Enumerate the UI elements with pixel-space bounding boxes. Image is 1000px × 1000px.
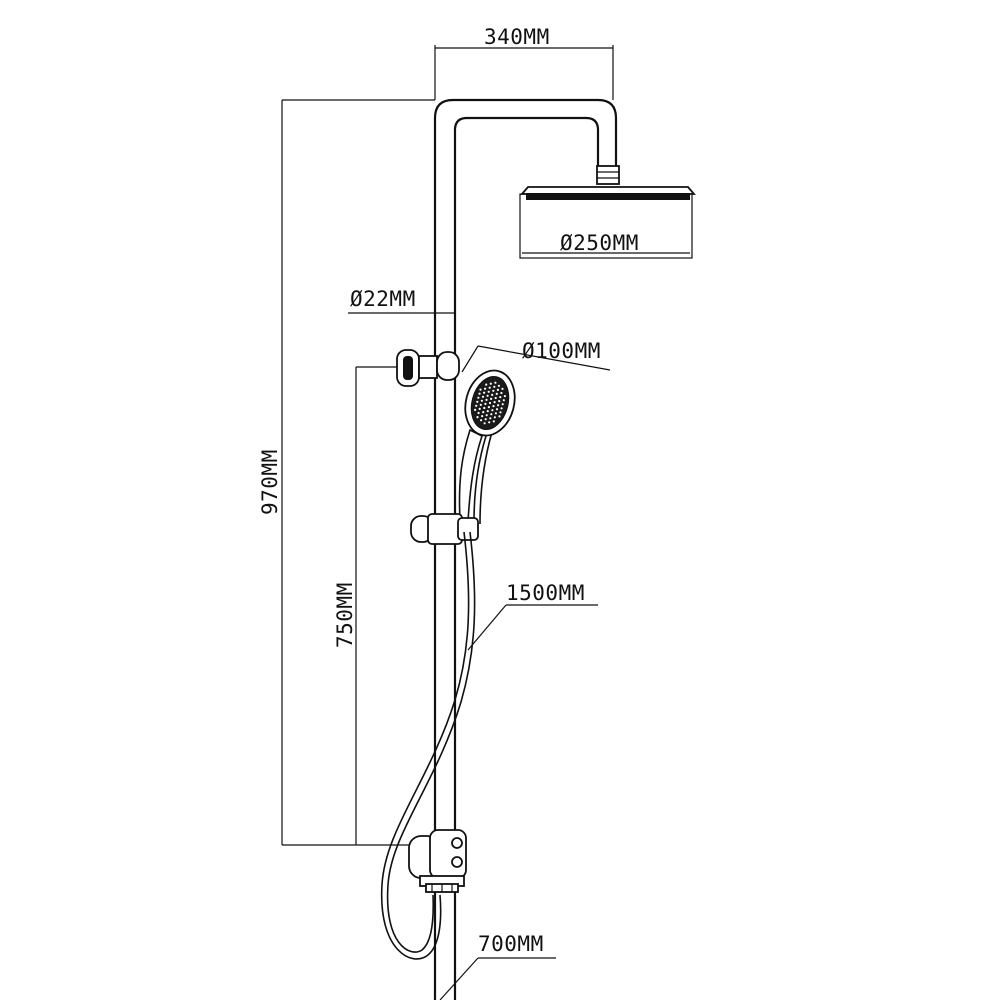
nozzle-dot — [491, 393, 494, 396]
pipe-diameter-label: Ø22MM — [350, 287, 416, 311]
nozzle-dot — [487, 406, 490, 409]
hand-shower-diameter-label: Ø100MM — [522, 339, 601, 363]
nozzle-dot — [484, 402, 487, 405]
nozzle-dot — [483, 422, 486, 425]
top-width-dimension: 340MM — [434, 25, 614, 100]
nozzle-dot — [476, 416, 479, 419]
diverter-valve — [408, 829, 467, 893]
nozzle-dot — [492, 405, 495, 408]
nozzle-dot — [501, 403, 504, 406]
nozzle-dot — [491, 409, 494, 412]
nozzle-dot — [499, 396, 502, 399]
nozzle-dot — [488, 401, 492, 405]
nozzle-dot — [490, 397, 493, 400]
rain-head-diameter-label: Ø250MM — [560, 231, 639, 255]
nozzle-dot — [499, 411, 502, 414]
nozzle-dot — [502, 399, 505, 402]
nozzle-dot — [487, 390, 490, 393]
nozzle-dot — [480, 399, 483, 402]
nozzle-dot — [481, 395, 485, 398]
pipe-diameter-dimension: Ø22MM — [348, 287, 455, 314]
nozzle-dot — [475, 404, 478, 407]
hand-shower-dimension: Ø100MM — [461, 339, 611, 373]
nozzle-dot — [485, 383, 488, 386]
nozzle-dot — [495, 408, 499, 411]
nozzle-dot — [494, 381, 497, 384]
hand-shower — [458, 369, 516, 525]
nozzle-dot — [477, 396, 480, 399]
wall-bracket — [396, 349, 460, 387]
nozzle-dot — [484, 418, 487, 421]
nozzle-dot — [483, 391, 486, 394]
nozzle-dot — [498, 400, 501, 403]
nozzle-dot — [498, 415, 501, 418]
nozzle-dot — [500, 391, 503, 395]
bottom-pipe-label: 700MM — [478, 932, 544, 956]
nozzle-dot — [493, 416, 496, 419]
hose-length-dimension: 1500MM — [467, 581, 598, 651]
nozzle-dot — [484, 387, 487, 390]
top-width-label: 340MM — [484, 25, 550, 49]
nozzle-dot — [486, 394, 489, 397]
nozzle-dot — [485, 398, 488, 401]
nozzle-dot — [500, 407, 503, 410]
nozzle-dot — [496, 388, 499, 391]
nozzle-dot — [483, 406, 486, 410]
nozzle-dot — [478, 407, 481, 410]
hose-length-label: 1500MM — [506, 581, 585, 605]
nozzle-dot — [479, 403, 482, 406]
nozzle-dot — [489, 417, 492, 420]
nozzle-dot — [503, 395, 506, 398]
nozzle-dot — [476, 400, 479, 403]
total-height-label: 970MM — [258, 449, 282, 515]
shower-hose — [380, 531, 476, 960]
slide-height-label: 750MM — [333, 582, 357, 648]
nozzle-dot — [490, 413, 493, 416]
riser-pipe — [433, 98, 618, 1000]
nozzle-dot — [492, 420, 495, 423]
nozzle-dot — [488, 386, 491, 389]
slide-height-dimension: 750MM — [333, 366, 405, 845]
nozzle-dot — [488, 421, 491, 424]
nozzle-dot — [480, 419, 483, 422]
nozzle-dot — [486, 410, 489, 413]
nozzle-dot — [478, 392, 481, 395]
sliding-holder — [410, 513, 479, 545]
nozzle-dot — [497, 404, 500, 407]
nozzle-dot — [501, 387, 504, 390]
nozzle-dot — [482, 411, 485, 414]
nozzle-dot — [474, 408, 477, 411]
rain-shower-head — [519, 165, 696, 259]
nozzle-dot — [485, 414, 488, 417]
nozzle-dot — [494, 412, 497, 415]
rain-head-dimension: Ø250MM — [522, 231, 690, 255]
nozzle-dot — [492, 389, 495, 392]
nozzle-dot — [494, 396, 497, 400]
nozzle-pattern — [474, 381, 506, 425]
nozzle-dot — [493, 385, 496, 388]
nozzle-dot — [493, 401, 496, 404]
nozzle-dot — [497, 384, 500, 387]
nozzle-dot — [489, 382, 492, 385]
nozzle-dot — [477, 411, 480, 415]
bottom-pipe-dimension: 700MM — [439, 932, 556, 1000]
total-height-dimension: 970MM — [258, 99, 435, 846]
nozzle-dot — [479, 388, 482, 391]
nozzle-dot — [481, 415, 484, 418]
nozzle-dot — [495, 392, 498, 395]
